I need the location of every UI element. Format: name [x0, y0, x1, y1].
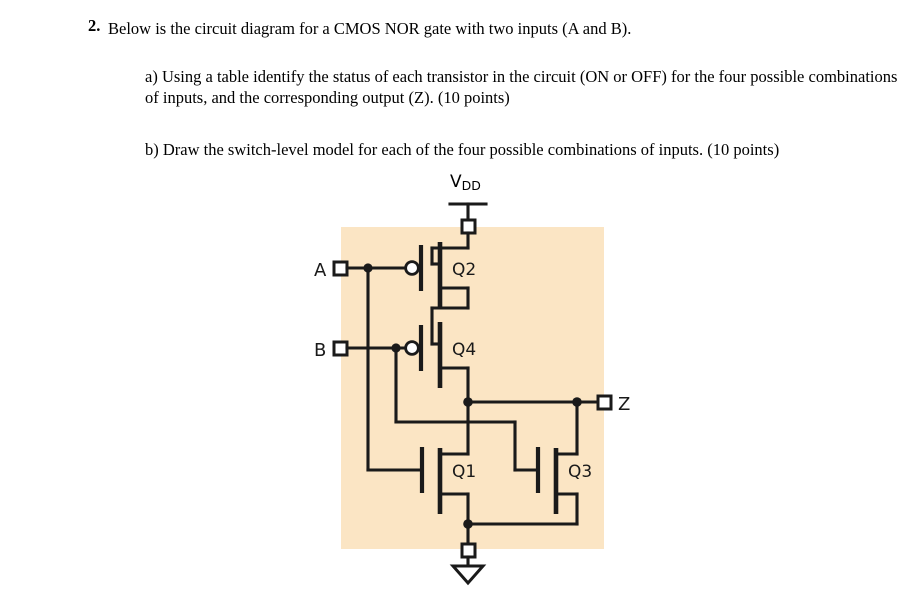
question-part-a: a) Using a table identify the status of …: [145, 67, 898, 108]
output-z-label: Z: [618, 394, 630, 415]
transistor-q1-label: Q1: [452, 462, 476, 482]
transistor-q3: Q3: [535, 447, 592, 526]
transistor-q2: Q2: [366, 242, 476, 310]
vdd-supply-symbol: [448, 202, 488, 250]
ground-triangle-icon: [449, 564, 487, 586]
vdd-label-main: V: [450, 172, 462, 192]
ground-net: [449, 519, 579, 586]
transistor-q4-label: Q4: [452, 340, 476, 360]
vdd-label-subscript: DD: [461, 178, 481, 193]
vdd-label: VDD: [450, 172, 481, 193]
schematic-svg: .w { stroke: #1a1a1a; stroke-width: 3.1;…: [314, 202, 630, 586]
output-z-net: Z: [438, 394, 630, 456]
cmos-nor-gate-figure: VDD .w { stroke: #1a1a1a; stroke-width: …: [300, 172, 660, 587]
input-a-net: A: [314, 260, 424, 472]
input-a-label: A: [314, 260, 327, 281]
question-number: 2.: [88, 16, 101, 35]
question-part-b: b) Draw the switch-level model for each …: [145, 140, 780, 159]
transistor-q2-label: Q2: [452, 260, 476, 280]
input-b-net: B: [314, 340, 540, 472]
input-b-label: B: [314, 340, 326, 361]
transistor-q1: Q1: [419, 447, 476, 526]
transistor-q3-label: Q3: [568, 462, 592, 482]
question-stem: Below is the circuit diagram for a CMOS …: [108, 19, 632, 38]
